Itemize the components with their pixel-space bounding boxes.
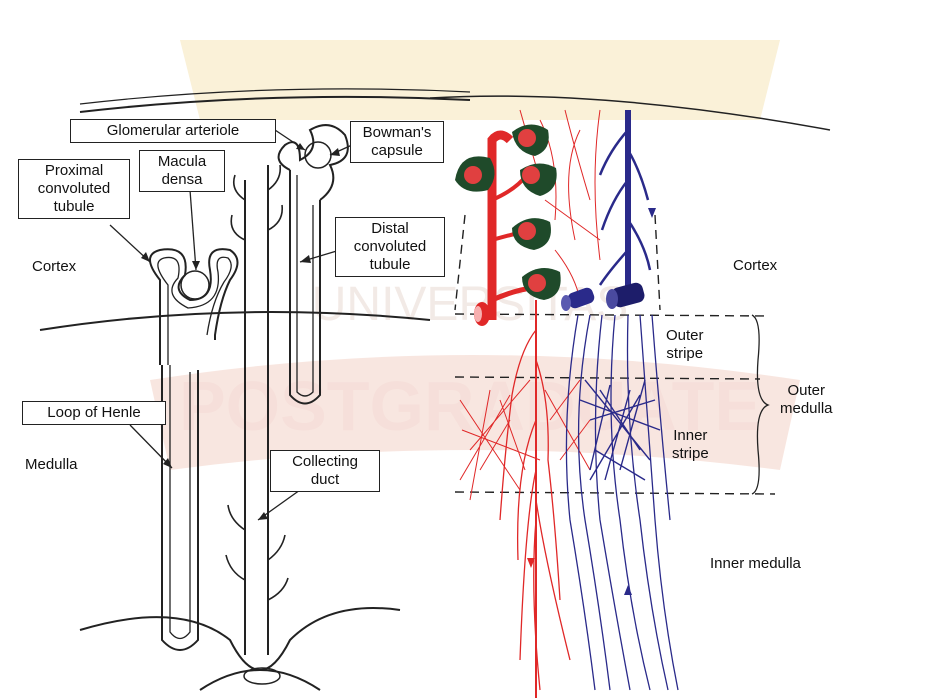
- vein-arrow-up: [624, 585, 632, 595]
- watermark: UNIVERSITAS POSTGRADUATE: [150, 40, 800, 470]
- label-bowmans-line2: capsule: [355, 142, 439, 160]
- label-collecting-line1: Collecting: [275, 453, 375, 471]
- cortex-outline-right: [655, 215, 660, 310]
- label-distal-convoluted-tubule: Distal convoluted tubule: [335, 217, 445, 277]
- label-distal-line2: convoluted: [340, 238, 440, 256]
- label-inner-medulla: Inner medulla: [710, 555, 801, 573]
- label-bowmans-capsule: Bowman's capsule: [350, 121, 444, 163]
- label-distal-line3: tubule: [340, 256, 440, 274]
- label-medulla-left: Medulla: [25, 456, 78, 474]
- leader-macula: [190, 190, 196, 270]
- label-proximal-line2: convoluted: [23, 180, 125, 198]
- label-cortex-right: Cortex: [733, 257, 777, 275]
- short-nephron-coils: [279, 125, 348, 200]
- label-inner-stripe-line1: Inner: [672, 427, 709, 445]
- label-outer-stripe: Outer stripe: [666, 327, 704, 363]
- glomeruli: [455, 124, 561, 300]
- label-inner-stripe: Inner stripe: [672, 427, 709, 463]
- label-outer-medulla: Outer medulla: [780, 382, 833, 418]
- inner-stripe-bottom: [455, 492, 775, 494]
- label-outer-medulla-line2: medulla: [780, 400, 833, 418]
- label-macula-densa: Macula densa: [139, 150, 225, 192]
- label-proximal-line3: tubule: [23, 198, 125, 216]
- renal-pelvis: [200, 670, 320, 690]
- label-collecting-line2: duct: [275, 471, 375, 489]
- label-outer-stripe-line1: Outer: [666, 327, 704, 345]
- label-macula-line2: densa: [144, 171, 220, 189]
- papilla-outline: [80, 608, 400, 670]
- label-distal-line1: Distal: [340, 220, 440, 238]
- label-proximal-line1: Proximal: [23, 162, 125, 180]
- label-outer-medulla-line1: Outer: [780, 382, 833, 400]
- label-glomerular-arteriole: Glomerular arteriole: [70, 119, 276, 143]
- glomerulus-left: [181, 271, 209, 299]
- label-collecting-duct: Collecting duct: [270, 450, 380, 492]
- label-macula-line1: Macula: [144, 153, 220, 171]
- label-outer-stripe-line2: stripe: [666, 345, 704, 363]
- label-proximal-convoluted-tubule: Proximal convoluted tubule: [18, 159, 130, 219]
- label-bowmans-line1: Bowman's: [355, 124, 439, 142]
- label-inner-stripe-line2: stripe: [672, 445, 709, 463]
- label-cortex-left: Cortex: [32, 258, 76, 276]
- label-loop-of-henle: Loop of Henle: [22, 401, 166, 425]
